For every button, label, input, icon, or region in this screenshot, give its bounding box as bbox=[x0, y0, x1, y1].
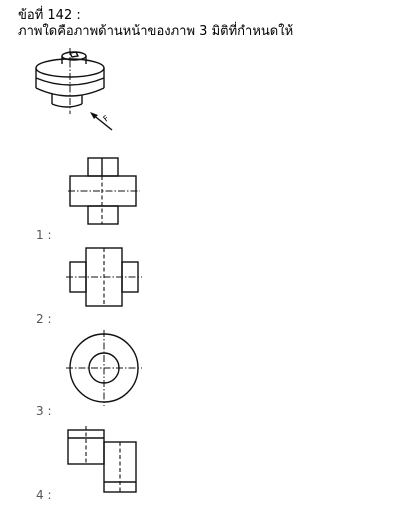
question-number: ข้อที่ 142 : bbox=[18, 8, 81, 23]
option-1-drawing[interactable] bbox=[66, 156, 142, 226]
option-2-drawing[interactable] bbox=[66, 246, 142, 308]
option-1-label[interactable]: 1 : bbox=[36, 228, 52, 242]
option-4-label[interactable]: 4 : bbox=[36, 488, 52, 502]
option-3-label[interactable]: 3 : bbox=[36, 404, 52, 418]
question-text: ภาพใดคือภาพด้านหน้าของภาพ 3 มิติที่กำหนด… bbox=[18, 24, 294, 39]
isometric-drawing: F bbox=[26, 48, 126, 138]
option-4-drawing[interactable] bbox=[64, 424, 140, 496]
view-arrow-label: F bbox=[102, 113, 112, 123]
option-3-drawing[interactable] bbox=[66, 330, 142, 406]
option-2-label[interactable]: 2 : bbox=[36, 312, 52, 326]
